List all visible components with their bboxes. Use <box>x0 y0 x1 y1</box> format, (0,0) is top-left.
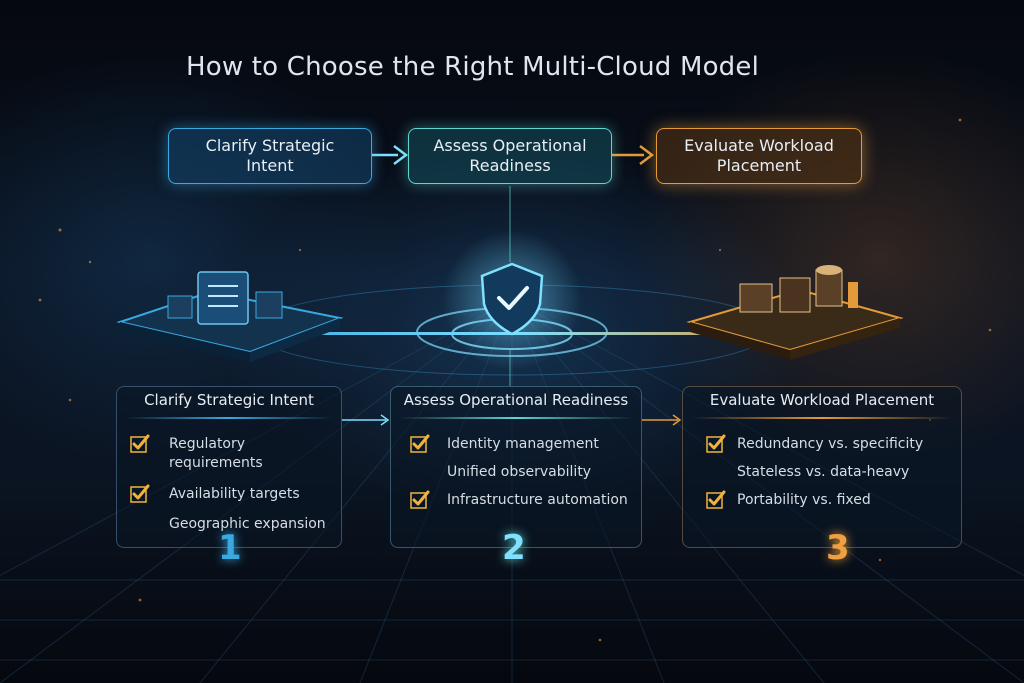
checklist-item: Regulatory requirements <box>169 435 263 473</box>
card-title-underline <box>691 417 953 419</box>
check-icon <box>130 484 150 503</box>
check-icon <box>410 490 430 509</box>
card-arrow-1 <box>342 414 390 426</box>
step-label-line: Clarify Strategic <box>205 136 335 155</box>
item-text: Regulatory <box>169 436 246 452</box>
top-arrow-1 <box>372 145 409 165</box>
card-assess-operational-readiness: Assess Operational Readiness Identity ma… <box>390 386 642 548</box>
check-icon <box>706 490 726 509</box>
top-arrow-2 <box>612 145 655 165</box>
item-text: requirements <box>169 455 263 471</box>
shield-check-icon <box>480 262 544 336</box>
step-label-line: Placement <box>716 156 802 175</box>
step-label-line: Readiness <box>469 156 551 175</box>
checklist-item: Identity management <box>447 436 599 452</box>
checklist-item: Portability vs. fixed <box>737 492 871 508</box>
card-title: Clarify Strategic Intent <box>144 391 314 409</box>
card-evaluate-workload-placement: Evaluate Workload Placement Redundancy v… <box>682 386 962 548</box>
check-icon <box>130 434 150 453</box>
checklist-item: Infrastructure automation <box>447 492 628 508</box>
check-icon <box>410 434 430 453</box>
card-title: Assess Operational Readiness <box>403 391 629 409</box>
card-clarify-strategic-intent: Clarify Strategic Intent Regulatory requi… <box>116 386 342 548</box>
card-arrow-2 <box>642 414 682 426</box>
checklist-item: Geographic expansion <box>169 516 326 532</box>
step-number-2: 2 <box>502 528 526 568</box>
step-number-3: 3 <box>826 528 850 568</box>
right-platform-icon <box>686 265 904 360</box>
left-platform-icon <box>116 271 344 362</box>
step-label-line: Intent <box>246 156 294 175</box>
step-label-line: Assess Operational <box>433 136 587 155</box>
step-label-line: Evaluate Workload <box>684 136 834 155</box>
checklist-item: Availability targets <box>169 486 300 502</box>
step-number-1: 1 <box>218 528 242 568</box>
checklist-item: Stateless vs. data-heavy <box>737 464 910 480</box>
checklist-item: Unified observability <box>447 464 592 480</box>
card-title: Evaluate Workload Placement <box>709 391 935 409</box>
page-title: How to Choose the Right Multi-Cloud Mode… <box>186 52 760 82</box>
checklist-item: Redundancy vs. specificity <box>737 436 924 452</box>
city-lights <box>38 118 992 642</box>
card-title-underline <box>125 417 333 419</box>
check-icon <box>706 434 726 453</box>
card-title-underline <box>399 417 633 419</box>
